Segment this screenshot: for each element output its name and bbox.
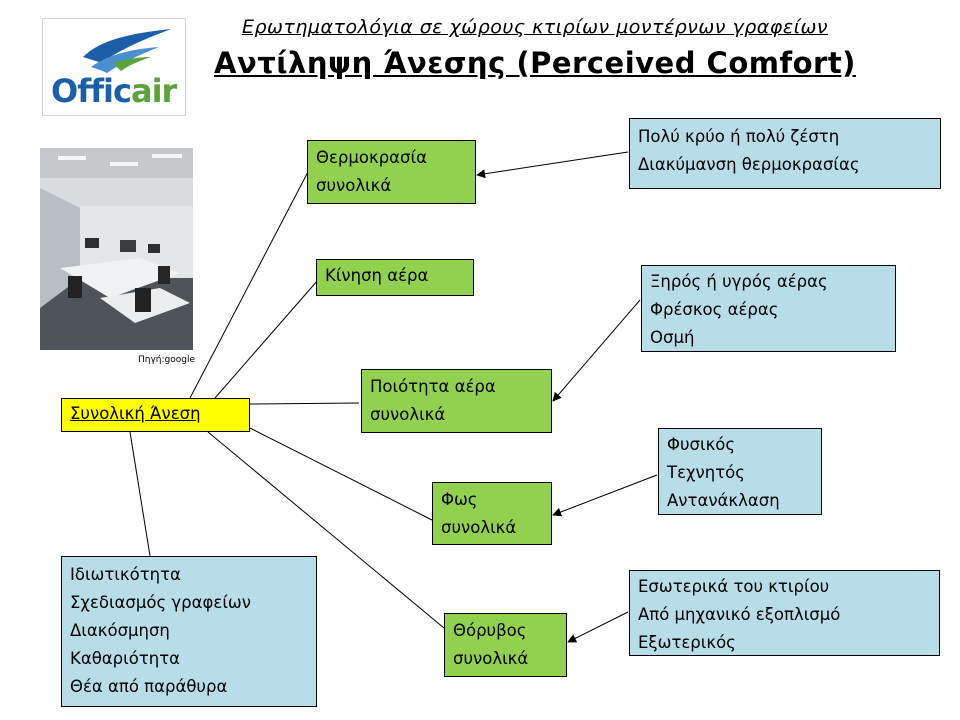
link-center-light xyxy=(249,427,433,521)
category-temperature: Θερμοκρασία συνολικά xyxy=(307,140,476,204)
swoosh-icon xyxy=(83,29,171,73)
arrow-temperature xyxy=(476,151,629,179)
page-subtitle: Ερωτηματολόγια σε χώρους κτιρίων μοντέρν… xyxy=(241,16,829,38)
link-center-air-movement xyxy=(214,279,319,399)
detail-other: Ιδιωτικότητα Σχεδιασμός γραφείων Διακόσμ… xyxy=(61,556,317,707)
link-center-temperature xyxy=(189,169,310,399)
detail-temperature: Πολύ κρύο ή πολύ ζέστη Διακύμανση θερμοκ… xyxy=(629,118,941,189)
link-center-noise xyxy=(207,431,445,629)
detail-air-quality: Ξηρός ή υγρός αέρας Φρέσκος αέρας Οσμή xyxy=(641,265,896,352)
center-label: Συνολική Άνεση xyxy=(70,404,201,423)
arrow-light xyxy=(552,474,658,517)
officair-logo: Officair xyxy=(42,18,186,116)
detail-light: Φυσικός Τεχνητός Αντανάκλαση xyxy=(658,428,822,515)
page-title: Αντίληψη Άνεσης (Perceived Comfort) xyxy=(214,46,856,80)
category-air-movement: Κίνηση αέρα xyxy=(316,259,474,296)
office-photo xyxy=(40,148,193,350)
arrow-noise xyxy=(567,611,629,643)
category-noise: Θόρυβος συνολικά xyxy=(444,613,567,677)
arrow-air-quality xyxy=(552,299,641,402)
logo-wordmark: Officair xyxy=(51,72,177,110)
detail-noise: Εσωτερικά του κτιρίου Από μηχανικό εξοπλ… xyxy=(629,570,940,656)
link-center-other xyxy=(129,431,151,557)
category-air-quality: Ποιότητα αέρα συνολικά xyxy=(361,369,552,433)
photo-source: Πηγή:google xyxy=(138,355,196,365)
category-light: Φως συνολικά xyxy=(432,482,552,545)
link-center-air-quality xyxy=(249,402,360,405)
center-node: Συνολική Άνεση xyxy=(61,398,250,432)
